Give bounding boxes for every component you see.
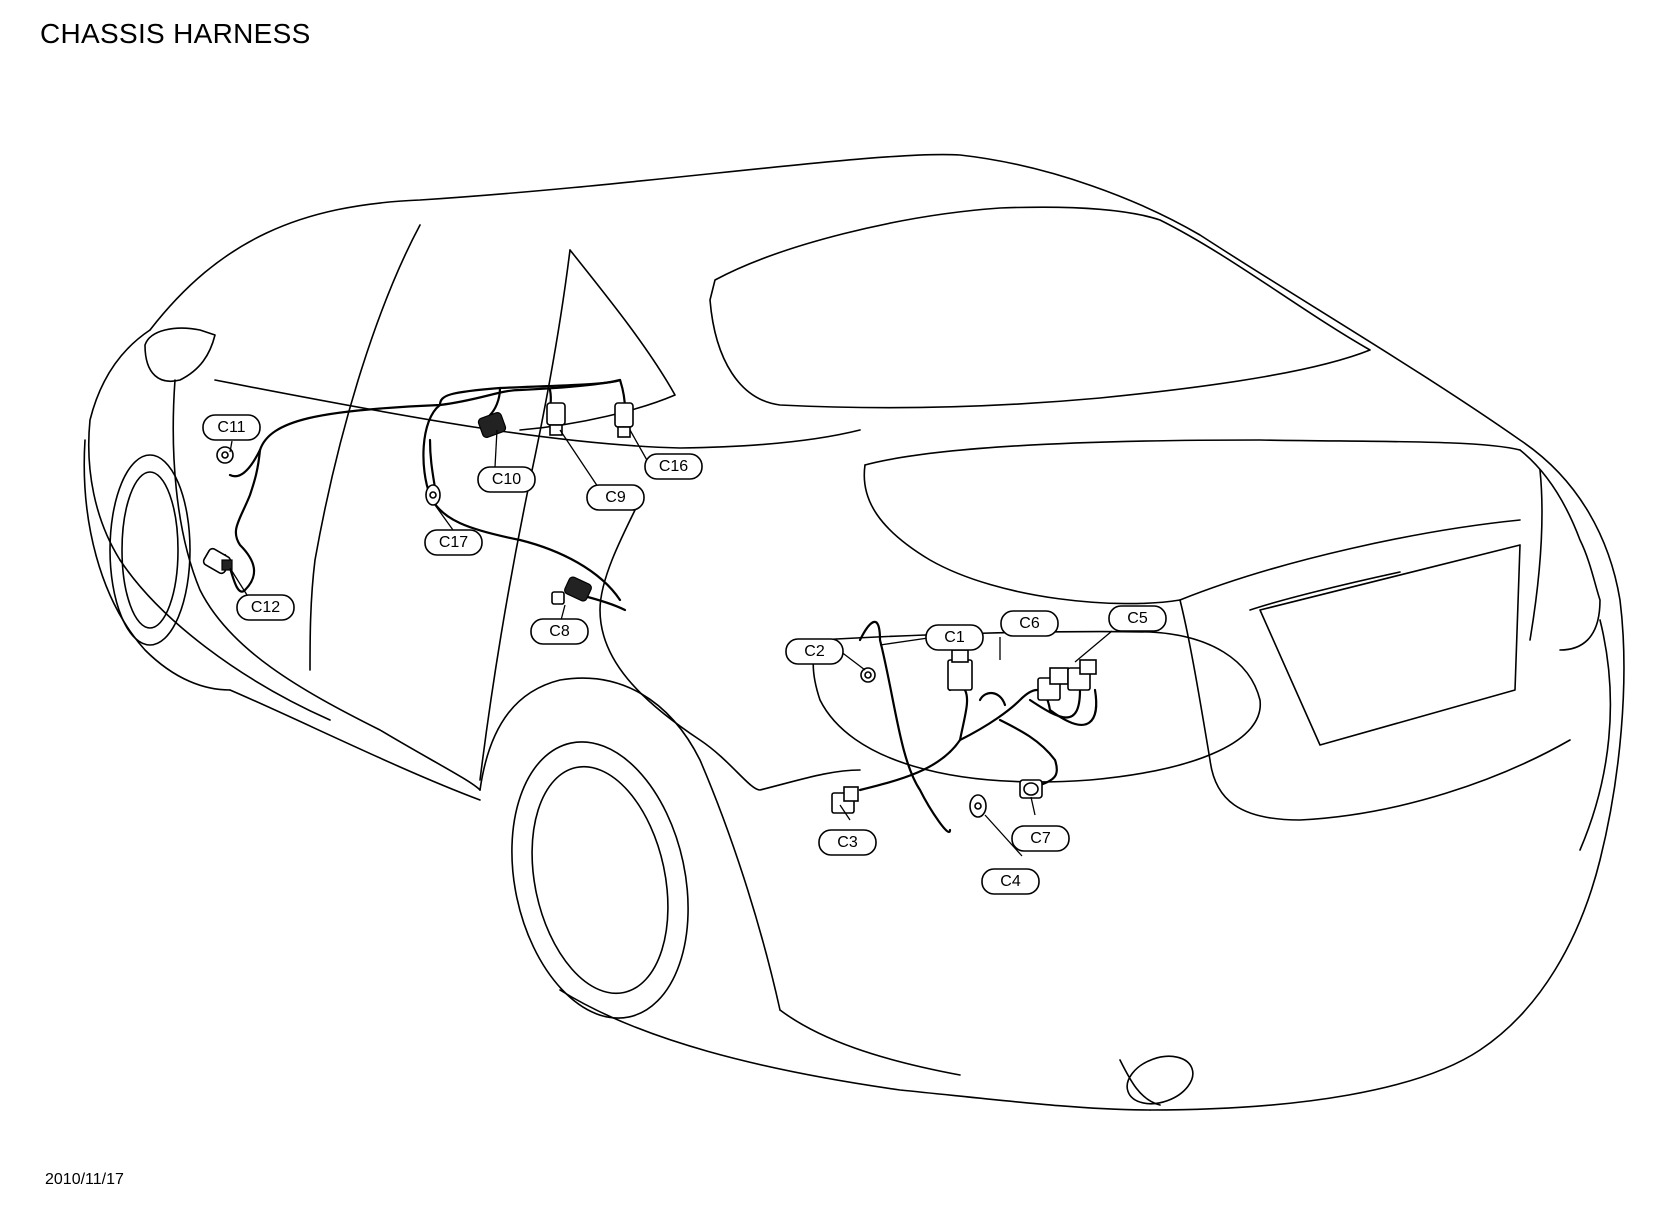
diagram-date: 2010/11/17 (45, 1171, 124, 1188)
connector-label-c10: C10 (477, 466, 536, 493)
svg-text:C6: C6 (1019, 615, 1040, 632)
connector-label-c1: C1 (925, 624, 984, 651)
connector-label-c17: C17 (424, 529, 483, 556)
diagram-title: CHASSIS HARNESS (40, 18, 311, 49)
svg-text:C5: C5 (1127, 610, 1148, 627)
connector-label-c7: C7 (1011, 825, 1070, 852)
svg-text:C10: C10 (492, 471, 521, 488)
connector-label-c16: C16 (644, 453, 703, 480)
connector-label-c4: C4 (981, 868, 1040, 895)
connector-label-c8: C8 (530, 618, 589, 645)
connector-label-c11: C11 (202, 414, 261, 441)
connector-label-c9: C9 (586, 484, 645, 511)
svg-text:C2: C2 (804, 643, 825, 660)
connector-label-c3: C3 (818, 829, 877, 856)
svg-text:C4: C4 (1000, 873, 1021, 890)
connector-label-c12: C12 (236, 594, 295, 621)
car-outline (83, 153, 1625, 1111)
svg-text:C3: C3 (837, 834, 858, 851)
connector-label-c5: C5 (1108, 605, 1167, 632)
svg-text:C7: C7 (1030, 830, 1051, 847)
connector-label-c6: C6 (1000, 610, 1059, 637)
svg-text:C17: C17 (439, 534, 468, 551)
svg-text:C16: C16 (659, 458, 688, 475)
svg-text:C9: C9 (605, 489, 626, 506)
svg-text:C8: C8 (549, 623, 570, 640)
svg-text:C1: C1 (944, 629, 965, 646)
svg-text:C12: C12 (251, 599, 280, 616)
svg-text:C11: C11 (217, 419, 245, 436)
connector-label-c2: C2 (785, 638, 844, 665)
